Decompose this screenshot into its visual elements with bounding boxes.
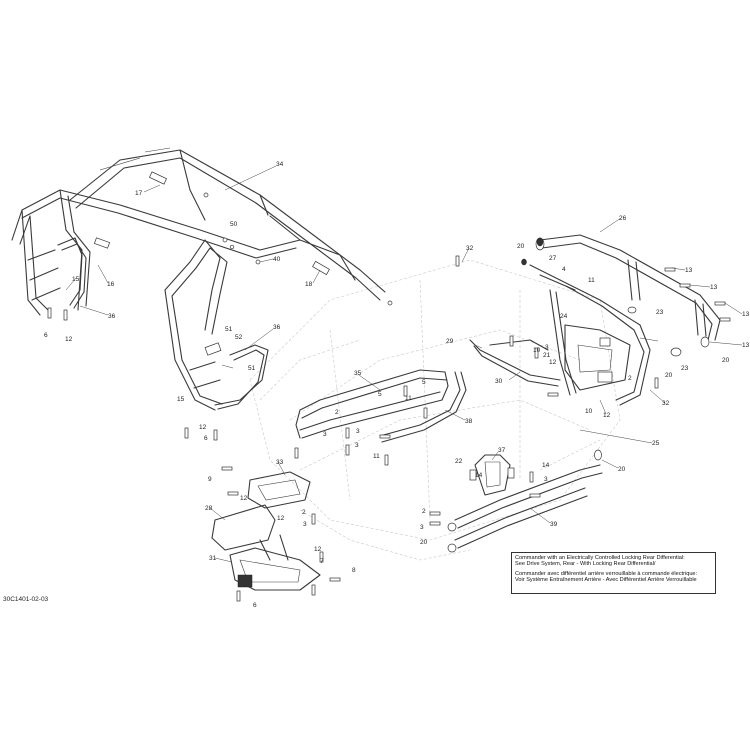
callout-3: 3 (355, 442, 359, 449)
callout-51: 51 (248, 365, 256, 372)
callout-7: 7 (320, 558, 324, 565)
background-chassis-ghost (249, 259, 621, 561)
callout-29: 29 (446, 338, 454, 345)
callout-25: 25 (652, 440, 660, 447)
callout-3: 3 (420, 524, 424, 531)
callout-6: 6 (44, 332, 48, 339)
callout-14: 14 (542, 462, 550, 469)
callout-6: 6 (253, 602, 257, 609)
callout-2: 2 (335, 409, 339, 416)
callout-20: 20 (665, 372, 673, 379)
callout-3: 3 (303, 521, 307, 528)
bracket-22-37 (469, 454, 515, 496)
cage-small-parts (93, 171, 393, 356)
callout-39: 39 (550, 521, 558, 528)
callout-50: 50 (230, 221, 238, 228)
callout-20: 20 (420, 539, 428, 546)
callout-labels: 34 17 50 40 18 15 16 36 6 12 51 52 51 36… (44, 161, 750, 609)
callout-34: 34 (276, 161, 284, 168)
callout-12: 12 (277, 515, 285, 522)
callout-23: 23 (656, 309, 664, 316)
callout-17: 17 (135, 190, 143, 197)
callout-12: 12 (199, 424, 207, 431)
callout-14: 14 (475, 472, 483, 479)
callout-10: 10 (533, 347, 541, 354)
grab-handle-left (57, 237, 87, 309)
callout-23: 23 (681, 365, 689, 372)
callout-20: 20 (722, 357, 730, 364)
callout-12: 12 (240, 495, 248, 502)
callout-3: 3 (323, 431, 327, 438)
callout-12: 12 (314, 546, 322, 553)
application-note: Commander with an Electrically Controlle… (511, 552, 716, 594)
callout-21: 21 (543, 352, 551, 359)
note-english-line-1: Commander with an Electrically Controlle… (515, 555, 685, 561)
callout-2: 2 (302, 509, 306, 516)
fastener-hardware (47, 255, 731, 602)
note-french-line-1: Commander avec différentiel arrière verr… (515, 570, 698, 577)
callout-10: 10 (585, 408, 593, 415)
callout-16: 16 (107, 281, 115, 288)
callout-38: 38 (465, 418, 473, 425)
callout-52: 52 (235, 334, 243, 341)
front-frame-24 (529, 264, 651, 406)
callout-32: 32 (466, 245, 474, 252)
callout-27: 27 (549, 255, 557, 262)
callout-33: 33 (276, 459, 284, 466)
callout-15: 15 (177, 396, 185, 403)
callout-11: 11 (405, 395, 412, 402)
callout-20: 20 (618, 466, 626, 473)
callout-11: 11 (588, 277, 595, 284)
note-french-line-2: Voir Système Entraînement Arrière - Avec… (515, 576, 697, 583)
rear-skid-39 (454, 464, 603, 549)
callout-28: 28 (205, 505, 213, 512)
callout-3: 3 (545, 344, 549, 351)
figure-reference-code: 30C1401-02-03 (3, 596, 49, 603)
callout-37: 37 (498, 447, 506, 454)
callout-30: 30 (495, 378, 503, 385)
callout-31: 31 (209, 555, 217, 562)
callout-12: 12 (65, 336, 73, 343)
callout-15: 15 (72, 276, 80, 283)
callout-13: 13 (685, 267, 693, 274)
callout-13: 13 (710, 284, 718, 291)
callout-24: 24 (560, 313, 568, 320)
callout-36: 36 (108, 313, 116, 320)
grab-handle-right (214, 344, 269, 410)
callout-22: 22 (455, 458, 463, 465)
callout-6: 6 (204, 435, 208, 442)
callout-9: 9 (208, 476, 212, 483)
note-english-line-2: See Drive System, Rear - With Locking Re… (515, 561, 656, 568)
front-bumper-26 (535, 234, 721, 345)
callout-4: 4 (562, 266, 566, 273)
roll-cage-frame (11, 147, 386, 411)
cross-bar-35 (295, 369, 449, 439)
callout-12: 12 (549, 359, 557, 366)
rear-hitch-assembly (211, 471, 321, 591)
callout-2: 2 (628, 375, 632, 382)
rubber-caps (447, 237, 710, 553)
callout-32: 32 (662, 400, 670, 407)
brace-38 (379, 371, 467, 443)
leader-lines (65, 165, 743, 563)
callout-5: 5 (378, 391, 382, 398)
callout-3: 3 (356, 428, 360, 435)
callout-20: 20 (517, 243, 525, 250)
callout-18: 18 (305, 281, 313, 288)
callout-5: 5 (422, 379, 426, 386)
callout-11: 11 (373, 453, 380, 460)
callout-40: 40 (273, 256, 281, 263)
callout-13: 13 (742, 342, 750, 349)
callout-36: 36 (273, 324, 281, 331)
callout-35: 35 (354, 370, 362, 377)
callout-26: 26 (619, 215, 627, 222)
callout-2: 2 (422, 508, 426, 515)
callout-13: 13 (742, 311, 750, 318)
callout-8: 8 (352, 567, 356, 574)
callout-51: 51 (225, 326, 233, 333)
callout-3: 3 (544, 476, 548, 483)
callout-12: 12 (603, 412, 611, 419)
